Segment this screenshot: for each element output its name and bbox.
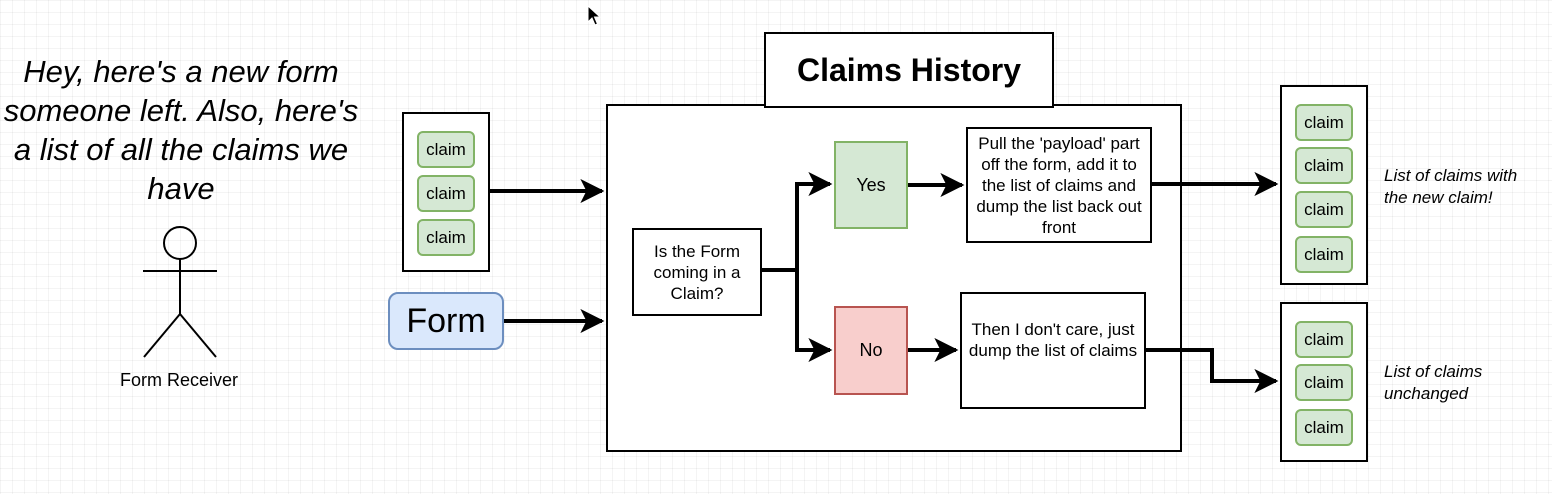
output-unchanged-claim-3: claim bbox=[1295, 409, 1353, 446]
output-new-claims-list: claim claim claim claim bbox=[1280, 85, 1368, 285]
no-action-to-output-arrow bbox=[1146, 348, 1279, 393]
input-claim-3: claim bbox=[417, 219, 475, 256]
actor-label: Form Receiver bbox=[119, 370, 239, 390]
output-unchanged-claim-1: claim bbox=[1295, 321, 1353, 358]
input-claim-1: claim bbox=[417, 131, 475, 168]
output-new-caption: List of claims with the new claim! bbox=[1384, 166, 1518, 207]
decision-box: Is the Form coming in a Claim? bbox=[632, 228, 762, 316]
yes-box: Yes bbox=[834, 141, 908, 229]
mouse-cursor-icon bbox=[587, 5, 601, 26]
output-unchanged-claims-list: claim claim claim bbox=[1280, 302, 1368, 462]
output-new-claim-3: claim bbox=[1295, 191, 1353, 228]
no-box: No bbox=[834, 306, 908, 395]
output-unchanged-caption: List of claims unchanged bbox=[1384, 362, 1483, 403]
no-action-box: Then I don't care, just dump the list of… bbox=[960, 292, 1146, 409]
reducer-title: Claims History bbox=[764, 32, 1054, 108]
stick-figure-icon bbox=[143, 226, 217, 358]
output-unchanged-claim-2: claim bbox=[1295, 364, 1353, 401]
decision-to-no-arrow bbox=[795, 270, 833, 362]
input-claims-list: claim claim claim bbox=[402, 112, 490, 272]
speech-text: Hey, here's a new form someone left. Als… bbox=[3, 54, 359, 206]
decision-to-yes-arrow bbox=[762, 172, 833, 272]
input-claim-2: claim bbox=[417, 175, 475, 212]
yes-action-box: Pull the 'payload' part off the form, ad… bbox=[966, 127, 1152, 243]
output-new-claim-2: claim bbox=[1295, 147, 1353, 184]
form-box: Form bbox=[388, 292, 504, 350]
output-new-claim-1: claim bbox=[1295, 104, 1353, 141]
output-new-claim-4: claim bbox=[1295, 236, 1353, 273]
